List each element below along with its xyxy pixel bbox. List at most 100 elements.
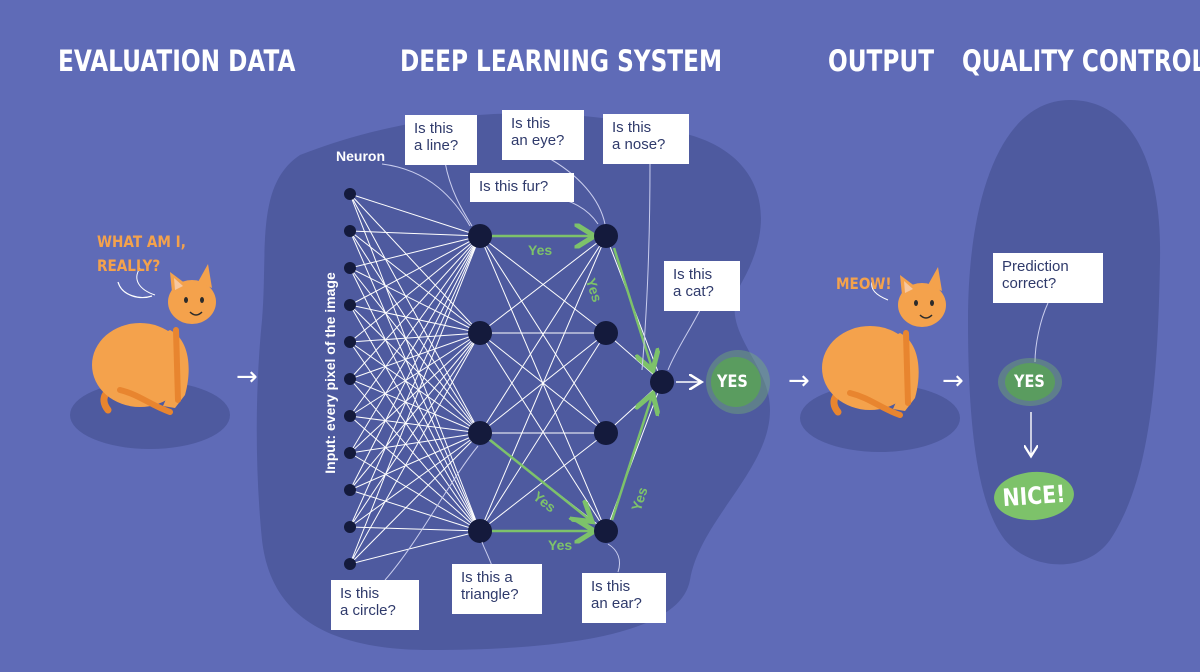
connection-line [349,378,481,434]
right-cat-illustration [822,267,946,418]
connection-line [479,235,607,532]
arrow-icon: → [942,366,964,396]
input-node [344,262,356,274]
yes-label: Yes [548,537,573,553]
connection-line [349,304,481,434]
connection-line [349,230,481,237]
connection-line [349,332,481,343]
connection-line [349,235,481,565]
heading-deep-learning-system: DEEP LEARNING SYSTEM [400,44,723,78]
connection-line [479,235,607,434]
output-node [650,370,674,394]
connection-line [349,332,481,380]
network-nodes [344,188,674,570]
connection-line [349,235,481,454]
question-cat: Is this a cat? [664,261,740,311]
connection-line [349,332,481,565]
question-fur: Is this fur? [470,173,574,202]
question-nose: Is this a nose? [603,114,689,164]
connection-line [349,235,481,528]
hidden-node [594,224,618,248]
connection-line [349,230,481,334]
hidden-node [468,421,492,445]
connection-line [349,235,481,269]
input-node [344,410,356,422]
connection-line [349,235,481,343]
connection-line [349,235,481,417]
connection-line [479,235,607,334]
hidden-node [594,321,618,345]
connection-line [349,432,481,565]
input-node [344,336,356,348]
connection-line [349,193,481,334]
arrow-icon: → [788,366,810,396]
callout-pointers [381,155,1049,581]
connection-line [349,341,481,434]
left-cat-illustration [92,264,216,415]
connection-line [349,332,481,417]
input-node [344,188,356,200]
hidden-node [468,321,492,345]
question-eye: Is this an eye? [502,110,584,160]
connection-line [349,235,481,491]
hidden-node [468,224,492,248]
heading-quality-control: QUALITY CONTROL [962,44,1200,78]
input-node [344,373,356,385]
question-prediction: Prediction correct? [993,253,1103,303]
quality-pill [968,100,1161,565]
left-cat-speech: WHAT AM I, REALLY? [97,232,186,275]
left-cat-shadow [70,381,230,449]
connection-line [349,235,481,380]
network-output-yes: YES [717,372,748,392]
input-node [344,225,356,237]
hidden-node [468,519,492,543]
connection-line [349,530,481,565]
connection-line [349,332,481,528]
connection-line [349,432,481,491]
connection-line [349,378,481,532]
question-circle: Is this a circle? [331,580,419,630]
connection-line [349,415,481,532]
heading-evaluation-data: EVALUATION DATA [58,44,296,78]
neuron-label: Neuron [336,148,385,164]
connection-line [349,332,481,454]
connection-line [349,415,481,434]
connection-line [349,193,481,237]
highlighted-yes-paths [489,236,652,531]
connection-line [349,230,481,434]
left-cat-speech-pointer [117,281,153,299]
quality-yes-glow [998,358,1062,455]
connection-line [349,304,481,334]
question-triangle: Is this a triangle? [452,564,542,614]
connection-line [349,489,481,532]
hidden-node [594,421,618,445]
quality-yes: YES [1014,372,1045,392]
connection-line [349,235,481,306]
connection-line [349,267,481,434]
connection-line [349,193,481,434]
arrow-icon: → [236,362,258,392]
heading-output: OUTPUT [828,44,935,78]
input-node [344,558,356,570]
yes-label: Yes [528,242,553,258]
question-ear: Is this an ear? [582,573,666,623]
input-label: Input: every pixel of the image [322,272,338,474]
right-cat-shadow [800,384,960,452]
connection-line [349,304,481,532]
connection-line [349,526,481,532]
question-line: Is this a line? [405,115,477,165]
input-node [344,447,356,459]
input-node [344,484,356,496]
connection-line [479,332,607,532]
connection-line [349,432,481,454]
input-node [344,521,356,533]
right-cat-speech: MEOW! [836,274,892,293]
nice-text: NICE! [1001,479,1067,513]
connection-line [349,332,481,491]
hidden-node [594,519,618,543]
connection-line [349,267,481,334]
input-node [344,299,356,311]
connection-line [349,341,481,532]
